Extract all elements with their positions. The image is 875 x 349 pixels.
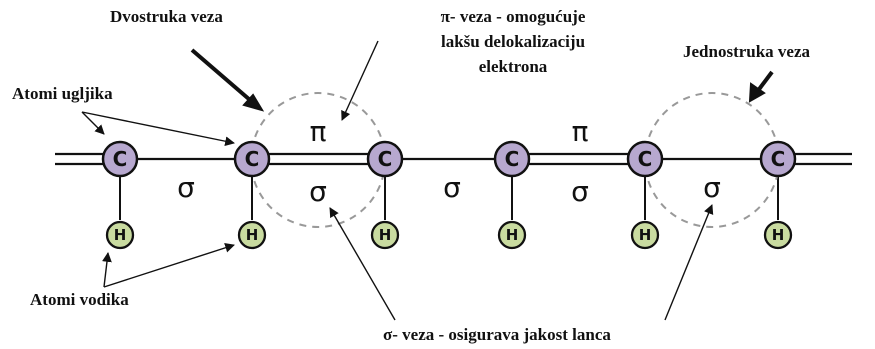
- sigma-bond-label: σ- veza - osigurava jakost lanca: [383, 325, 611, 344]
- svg-text:H: H: [506, 226, 519, 244]
- pi-symbol: π: [310, 115, 327, 148]
- single-bond-label: Jednostruka veza: [683, 42, 811, 61]
- pi-symbol: π: [572, 115, 589, 148]
- ch-bonds: [119, 177, 779, 220]
- hydrogen-atom: H: [497, 220, 527, 250]
- bond-symbols: σ π σ σ π σ σ: [177, 115, 721, 208]
- svg-text:C: C: [505, 147, 520, 171]
- carbon-atom: C: [101, 140, 139, 178]
- hydrogen-atom: H: [105, 220, 135, 250]
- svg-text:C: C: [771, 147, 786, 171]
- svg-text:H: H: [246, 226, 259, 244]
- sigma-symbol: σ: [443, 171, 461, 204]
- svg-text:C: C: [113, 147, 128, 171]
- svg-text:C: C: [638, 147, 653, 171]
- svg-text:H: H: [114, 226, 127, 244]
- pi-bond-label-line2: lakšu delokalizaciju: [441, 32, 585, 51]
- sigma-symbol: σ: [309, 175, 327, 208]
- pi-bond-label-line1: π- veza - omogućuje: [441, 7, 586, 26]
- svg-text:H: H: [379, 226, 392, 244]
- carbon-atom: C: [493, 140, 531, 178]
- carbon-atoms: C C C C C C: [101, 140, 797, 178]
- hydrogen-atom: H: [237, 220, 267, 250]
- svg-text:C: C: [378, 147, 393, 171]
- hydrogen-atom: H: [763, 220, 793, 250]
- hydrogen-atom: H: [370, 220, 400, 250]
- sigma-symbol: σ: [177, 171, 195, 204]
- carbon-chain-backbone: [55, 152, 852, 166]
- hydrogen-atoms: H H H H H H: [105, 220, 793, 250]
- thin-arrows: [81, 40, 714, 321]
- carbon-atoms-label: Atomi ugljika: [12, 84, 113, 103]
- carbon-atom: C: [366, 140, 404, 178]
- double-bond-label: Dvostruka veza: [110, 7, 223, 26]
- sigma-symbol: σ: [571, 175, 589, 208]
- sigma-symbol: σ: [703, 171, 721, 204]
- hydrogen-atom: H: [630, 220, 660, 250]
- svg-text:H: H: [639, 226, 652, 244]
- hydrogen-atoms-label: Atomi vodika: [30, 290, 129, 309]
- bold-arrows: [190, 48, 774, 112]
- carbon-atom: C: [626, 140, 664, 178]
- svg-text:H: H: [772, 226, 785, 244]
- carbon-atom: C: [759, 140, 797, 178]
- svg-text:C: C: [245, 147, 260, 171]
- carbon-atom: C: [233, 140, 271, 178]
- pi-bond-label-line3: elektrona: [479, 57, 548, 76]
